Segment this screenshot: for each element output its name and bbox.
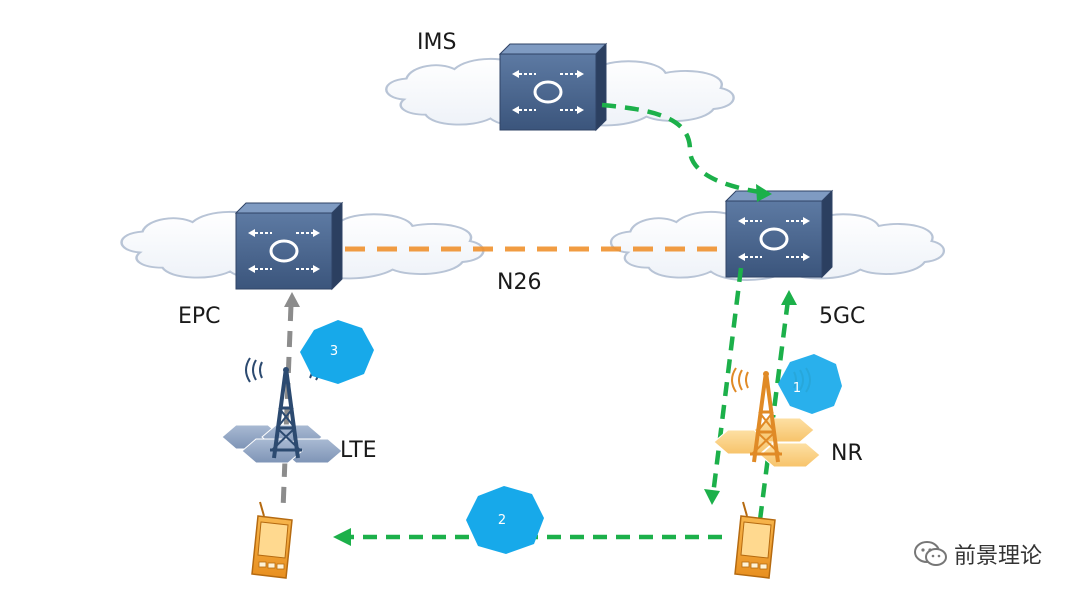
step-badge-3: 3 <box>300 320 374 384</box>
5gc-to-nr-downlink <box>710 267 744 496</box>
redirect-arrowhead <box>333 528 351 546</box>
step-badge-1: 1 <box>778 354 842 414</box>
n26-label: N26 <box>497 270 542 295</box>
step-badge-3-label: 3 <box>330 344 338 359</box>
nr-ue-phone-icon <box>734 501 776 579</box>
fivegc-router-icon <box>724 189 834 279</box>
step-badge-1-label: 1 <box>793 381 801 396</box>
5gc-label: 5GC <box>819 304 866 329</box>
lte-cells <box>221 424 343 464</box>
lte-ue-phone-icon <box>251 501 293 579</box>
fallback-arrowhead <box>284 292 300 307</box>
ue-to-5gc-uplink <box>757 299 791 521</box>
ims-router-icon <box>498 42 608 132</box>
watermark: 前景理论 <box>913 538 1042 570</box>
epc-lte-fallback-link <box>280 304 294 511</box>
uplink-arrowhead <box>781 290 797 305</box>
ims-to-5gc-arrowhead <box>756 184 772 202</box>
nr-label: NR <box>831 441 863 466</box>
ims-label: IMS <box>417 30 457 55</box>
epc-router-icon <box>234 201 344 291</box>
lte-label: LTE <box>340 438 377 463</box>
step-badge-2-label: 2 <box>498 513 506 528</box>
epc-label: EPC <box>178 304 221 329</box>
wechat-icon <box>913 541 947 566</box>
downlink-arrowhead <box>704 489 720 505</box>
watermark-text: 前景理论 <box>953 544 1042 569</box>
step-badge-2: 2 <box>466 486 544 554</box>
